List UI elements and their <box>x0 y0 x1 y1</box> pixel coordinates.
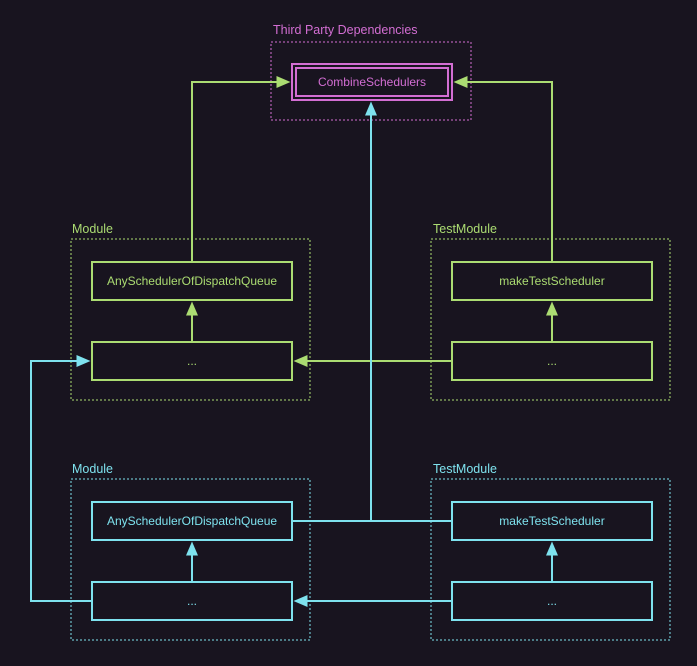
cluster-module-live-label: Module <box>72 222 113 236</box>
cluster-test-module-new-label: TestModule <box>433 462 497 476</box>
node-any-scheduler-live: AnySchedulerOfDispatchQueue <box>91 261 293 301</box>
edge-maketestscheduler-live-to-combineschedulers <box>453 76 553 261</box>
cluster-test-module-live-label: TestModule <box>433 222 497 236</box>
node-any-scheduler-new: AnySchedulerOfDispatchQueue <box>91 501 293 541</box>
node-make-test-scheduler-live: makeTestScheduler <box>451 261 653 301</box>
edge-rest-new-to-rest-live <box>30 355 91 602</box>
node-make-test-scheduler-new: makeTestScheduler <box>451 501 653 541</box>
edge-anyscheduler-live-to-combineschedulers <box>191 76 291 261</box>
node-rest-test-live: ... <box>451 341 653 381</box>
node-rest-live: ... <box>91 341 293 381</box>
node-rest-new: ... <box>91 581 293 621</box>
cluster-module-new-label: Module <box>72 462 113 476</box>
node-combine-schedulers: CombineSchedulers <box>291 63 453 101</box>
cluster-third-party-label: Third Party Dependencies <box>273 23 418 37</box>
node-rest-test-new: ... <box>451 581 653 621</box>
